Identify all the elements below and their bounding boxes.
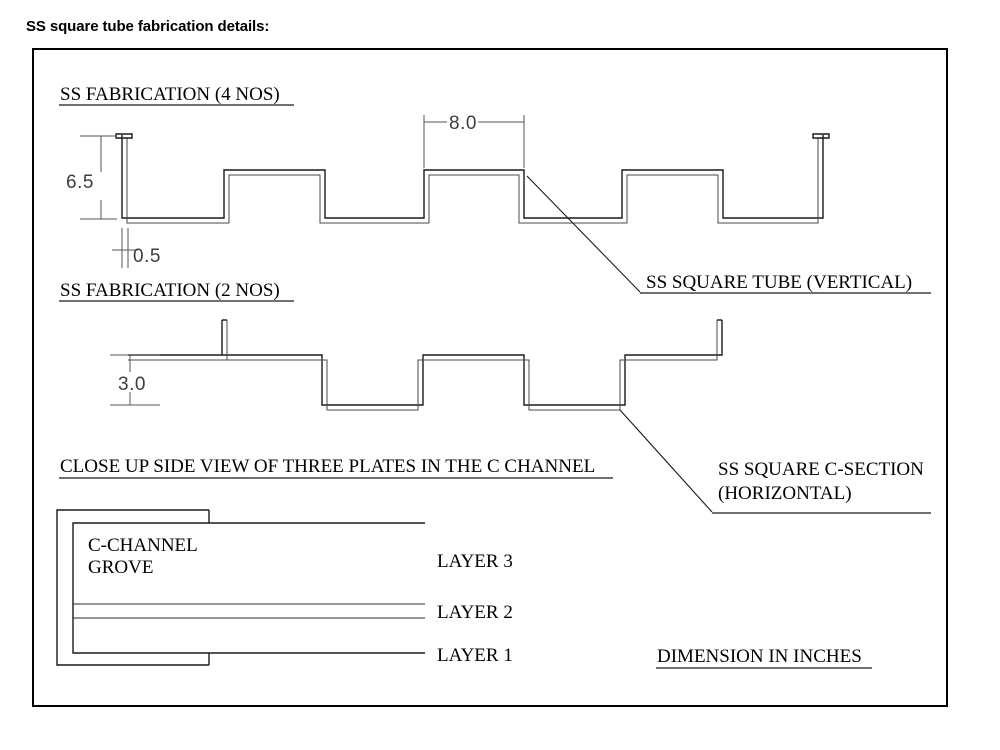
dimension-label-3-0: 3.0: [118, 374, 146, 395]
layer-label-3: LAYER 3: [437, 551, 513, 572]
layer-label-1: LAYER 1: [437, 645, 513, 666]
units-note-group: DIMENSION IN INCHES: [656, 646, 872, 669]
layer-label-2: LAYER 2: [437, 602, 513, 623]
dimension-label-0-5: 0.5: [133, 246, 161, 267]
c-channel-label-line2: GROVE: [88, 557, 153, 578]
heading-fabrication-4nos: SS FABRICATION (4 NOS): [60, 84, 280, 105]
c-channel-label-line1: C-CHANNEL: [88, 535, 198, 556]
units-note: DIMENSION IN INCHES: [657, 646, 862, 667]
callout-c-section-line1: SS SQUARE C-SECTION: [718, 459, 924, 480]
callout-vertical-tube: SS SQUARE TUBE (VERTICAL): [646, 272, 912, 293]
dimension-label-6-5: 6.5: [66, 172, 94, 193]
callout-c-section-line2: (HORIZONTAL): [718, 483, 852, 504]
section-closeup-c-channel: CLOSE UP SIDE VIEW OF THREE PLATES IN TH…: [56, 456, 613, 666]
page-title: SS square tube fabrication details:: [26, 18, 270, 35]
heading-closeup: CLOSE UP SIDE VIEW OF THREE PLATES IN TH…: [60, 456, 595, 477]
dimension-label-8-0: 8.0: [449, 113, 477, 134]
heading-fabrication-2nos: SS FABRICATION (2 NOS): [60, 280, 280, 301]
